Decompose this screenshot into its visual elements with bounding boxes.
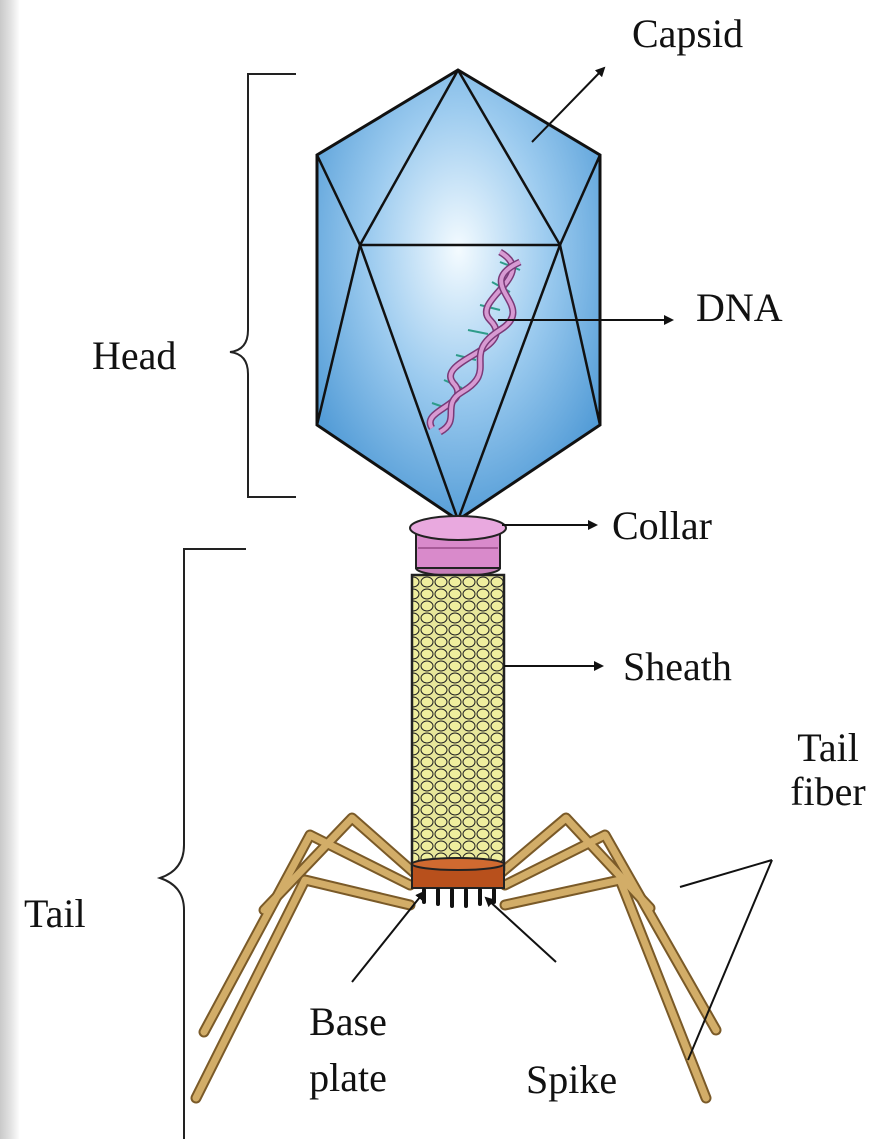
label-tail-fiber: Tail fiber <box>778 726 878 814</box>
collar-shape <box>410 516 506 576</box>
base-plate-shape <box>412 858 504 888</box>
sheath-shape <box>412 575 504 870</box>
tail-fiber-arrow-1 <box>680 860 772 887</box>
label-base-plate: Base plate <box>298 1000 398 1100</box>
label-tail: Tail <box>24 892 86 936</box>
capsid-shape <box>317 70 600 520</box>
label-base-plate-line2: plate <box>298 1056 398 1100</box>
base-plate-arrow <box>352 892 424 982</box>
label-sheath: Sheath <box>623 645 732 689</box>
label-capsid: Capsid <box>632 12 743 56</box>
label-base-plate-line1: Base <box>298 1000 398 1044</box>
spikes <box>424 890 494 906</box>
head-bracket <box>230 74 296 497</box>
label-collar: Collar <box>612 504 712 548</box>
tail-fiber-arrow-2 <box>688 860 772 1060</box>
label-tail-fiber-line1: Tail <box>778 726 878 770</box>
spike-arrow <box>486 898 556 962</box>
label-spike: Spike <box>526 1058 617 1102</box>
label-dna: DNA <box>696 286 783 330</box>
tail-bracket <box>160 549 246 1139</box>
label-head: Head <box>92 334 176 378</box>
label-tail-fiber-line2: fiber <box>778 770 878 814</box>
capsid-arrow <box>532 68 604 142</box>
